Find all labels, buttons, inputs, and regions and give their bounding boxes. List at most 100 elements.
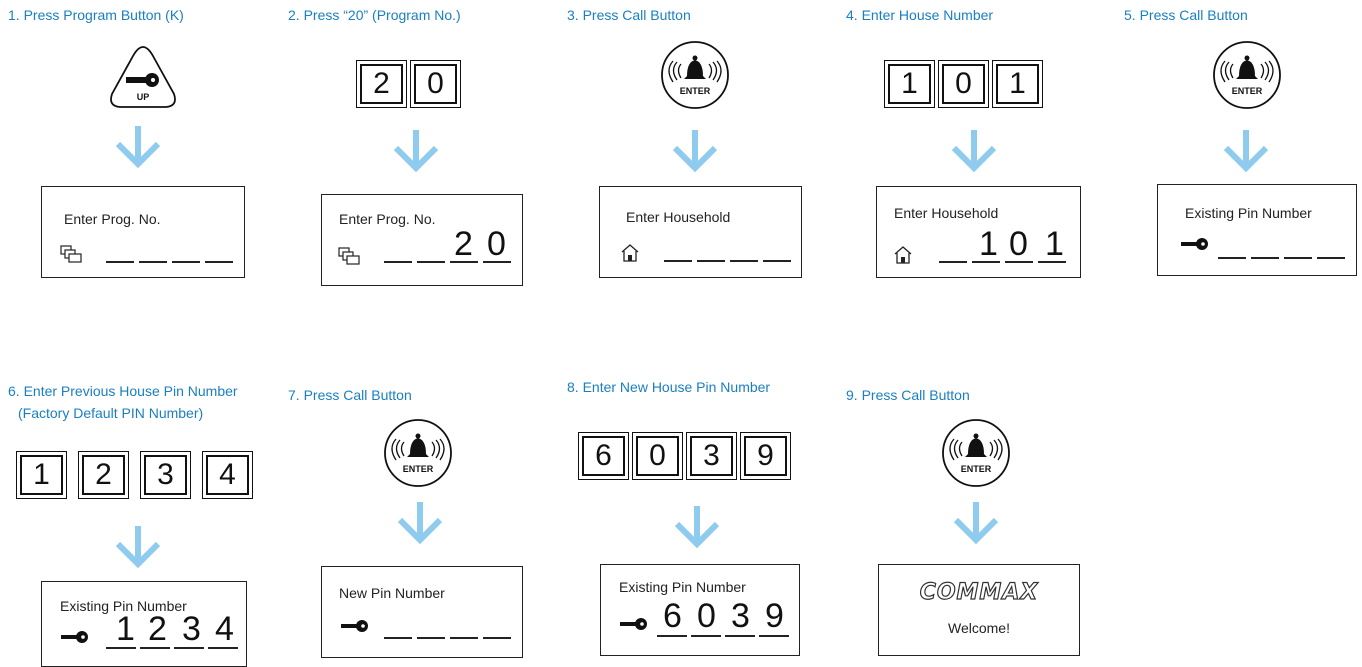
dash [697,260,725,262]
dash [106,261,134,263]
program-button[interactable]: UP [108,44,178,110]
lcd-digit: 2 [148,610,167,648]
bell-icon [942,419,1010,487]
lcd-digit: 1 [979,225,998,263]
key-0[interactable]: 0 [938,60,989,108]
dash [1218,257,1246,259]
call-button[interactable]: ENTER [383,418,453,488]
key-3[interactable]: 3 [140,451,191,499]
step-title: 9. Press Call Button [846,387,970,403]
step-title: 1. Press Program Button (K) [8,7,184,23]
down-arrow-icon [393,130,439,172]
lcd-display: Enter Prog. No. [41,186,245,278]
dash [691,635,721,637]
lcd-label: Existing Pin Number [60,598,187,614]
key-button-icon [110,46,176,108]
dash [763,260,791,262]
dash [483,637,511,639]
lcd-display: Enter Household 1 0 1 [876,186,1081,278]
welcome-message: Welcome! [948,620,1010,636]
dash [205,261,233,263]
lcd-digit: 1 [1045,225,1064,263]
down-arrow-icon [672,130,718,172]
house-icon [894,246,912,264]
lcd-digit: 9 [765,597,784,635]
program-icon [60,245,82,263]
lcd-label: Enter Household [894,205,999,221]
lcd-label: Enter Prog. No. [64,211,161,227]
dash [140,647,170,649]
step-title-line2: (Factory Default PIN Number) [18,405,204,421]
dash [106,647,136,649]
step-9: 9. Press Call Button ENTER COMMAX Welcom… [846,384,1086,667]
dash [483,261,511,263]
call-button[interactable]: ENTER [941,418,1011,488]
house-icon [621,244,639,262]
dash [759,635,789,637]
lcd-label: New Pin Number [339,585,445,601]
key-0[interactable]: 0 [632,432,683,480]
lcd-digit: 0 [697,597,716,635]
key-1[interactable]: 1 [992,60,1043,108]
key-icon [1181,238,1208,250]
lcd-digit: 1 [116,610,135,648]
dash [1251,257,1279,259]
key-2[interactable]: 2 [356,60,407,108]
step-2: 2. Press “20” (Program No.) 2 0 Enter Pr… [288,4,528,304]
step-title: 2. Press “20” (Program No.) [288,7,461,23]
dash [730,260,758,262]
lcd-display: Enter Household [599,186,802,278]
step-7: 7. Press Call Button ENTER New Pin Numbe… [288,384,528,667]
step-title: 3. Press Call Button [567,7,691,23]
lcd-digit: 3 [731,597,750,635]
key-6[interactable]: 6 [578,432,629,480]
dash [939,261,967,263]
key-1[interactable]: 1 [884,60,935,108]
step-title: 8. Enter New House Pin Number [567,379,771,395]
dash [417,637,445,639]
lcd-label: Existing Pin Number [1185,205,1312,221]
lcd-display: Existing Pin Number [1157,184,1357,276]
lcd-display: COMMAX Welcome! [878,564,1080,656]
dash [384,637,412,639]
lcd-label: Enter Prog. No. [339,211,436,227]
dash [450,637,478,639]
button-label: ENTER [679,86,711,96]
key-4[interactable]: 4 [202,451,253,499]
step-8: 8. Enter New House Pin Number 6 0 3 9 Ex… [567,376,827,667]
lcd-label: Existing Pin Number [619,579,746,595]
key-icon [61,631,88,643]
bell-icon [661,41,729,109]
dash [450,261,478,263]
step-title: 7. Press Call Button [288,387,412,403]
key-1[interactable]: 1 [16,451,67,499]
call-button[interactable]: ENTER [1212,40,1282,110]
key-3[interactable]: 3 [686,432,737,480]
dash [657,635,687,637]
dash [139,261,167,263]
dash [174,647,204,649]
lcd-display: New Pin Number [321,566,523,658]
key-icon [620,618,647,630]
step-title: 5. Press Call Button [1124,7,1248,23]
lcd-digit: 4 [215,610,234,648]
down-arrow-icon [953,502,999,544]
dash [725,635,755,637]
dash [1284,257,1312,259]
key-0[interactable]: 0 [410,60,461,108]
step-5: 5. Press Call Button ENTER Existing Pin … [1124,4,1358,304]
step-title: 6. Enter Previous House Pin Number [8,383,238,399]
lcd-digit: 0 [1009,225,1028,263]
step-3: 3. Press Call Button ENTER Enter Househo… [567,4,807,304]
key-icon [341,620,368,632]
dash [1317,257,1345,259]
key-9[interactable]: 9 [740,432,791,480]
key-2[interactable]: 2 [78,451,129,499]
down-arrow-icon [951,130,997,172]
dash [384,261,412,263]
lcd-display: Enter Prog. No. 2 0 [321,194,523,286]
step-6: 6. Enter Previous House Pin Number (Fact… [8,380,268,667]
dash [208,647,238,649]
call-button[interactable]: ENTER [660,40,730,110]
dash [1005,261,1033,263]
